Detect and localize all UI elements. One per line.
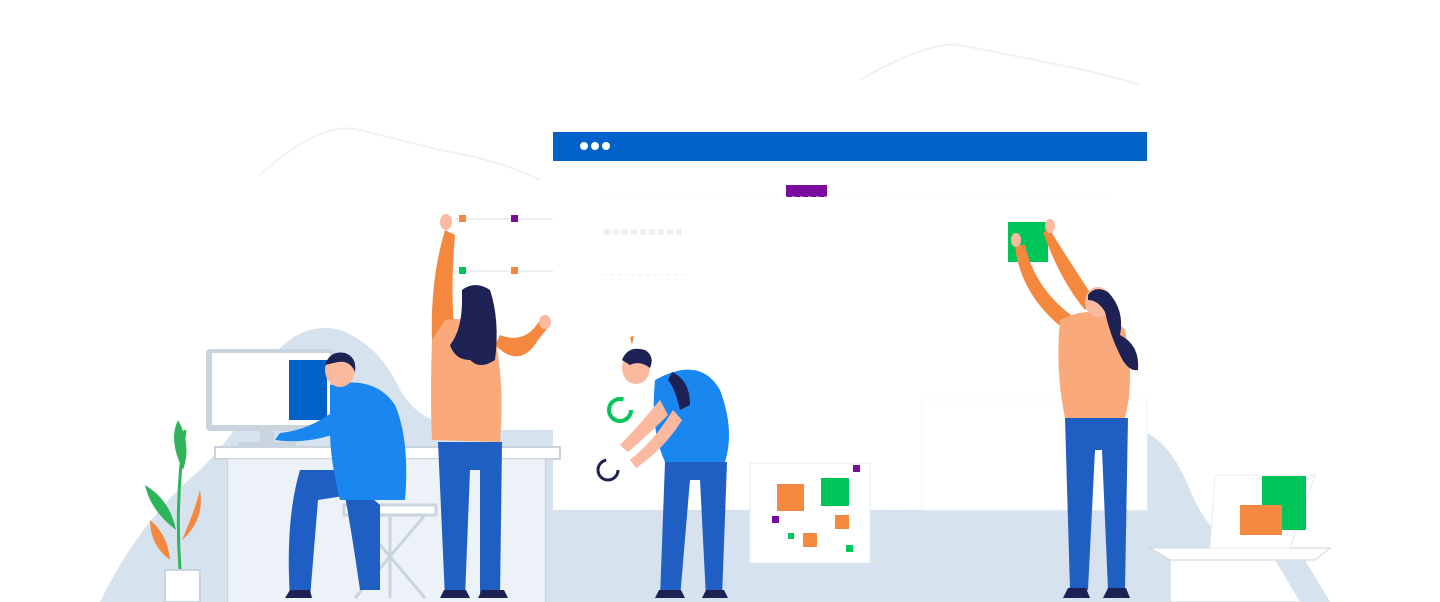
sticky-note bbox=[821, 478, 849, 506]
monitor-icon bbox=[206, 349, 334, 447]
storage-box bbox=[1148, 474, 1332, 602]
background-hills bbox=[259, 43, 1141, 181]
sticky-note bbox=[788, 533, 794, 539]
sticky-note bbox=[803, 533, 817, 547]
pot bbox=[164, 569, 201, 602]
plant-icon bbox=[145, 420, 201, 602]
sticky-note-card bbox=[749, 462, 871, 564]
woman-right bbox=[1008, 219, 1139, 598]
bending-man bbox=[596, 336, 729, 598]
navy-ring bbox=[596, 458, 620, 482]
note-strip bbox=[455, 215, 553, 274]
browser-window-bar bbox=[553, 132, 1147, 161]
sticky-note bbox=[777, 484, 804, 511]
three-dots-icon bbox=[580, 142, 610, 150]
sticky-note bbox=[835, 515, 849, 529]
sticky-note bbox=[459, 267, 466, 274]
green-ring bbox=[607, 397, 633, 423]
sticky-note bbox=[511, 267, 518, 274]
seated-man bbox=[275, 352, 407, 598]
sticky-note bbox=[772, 516, 779, 523]
woman-left bbox=[431, 214, 551, 598]
sticky-note bbox=[1240, 505, 1282, 535]
active-tab-marker bbox=[786, 185, 827, 197]
sticky-note bbox=[846, 545, 853, 552]
sticky-note bbox=[511, 215, 518, 222]
sticky-note bbox=[853, 465, 860, 472]
sticky-note bbox=[459, 215, 466, 222]
